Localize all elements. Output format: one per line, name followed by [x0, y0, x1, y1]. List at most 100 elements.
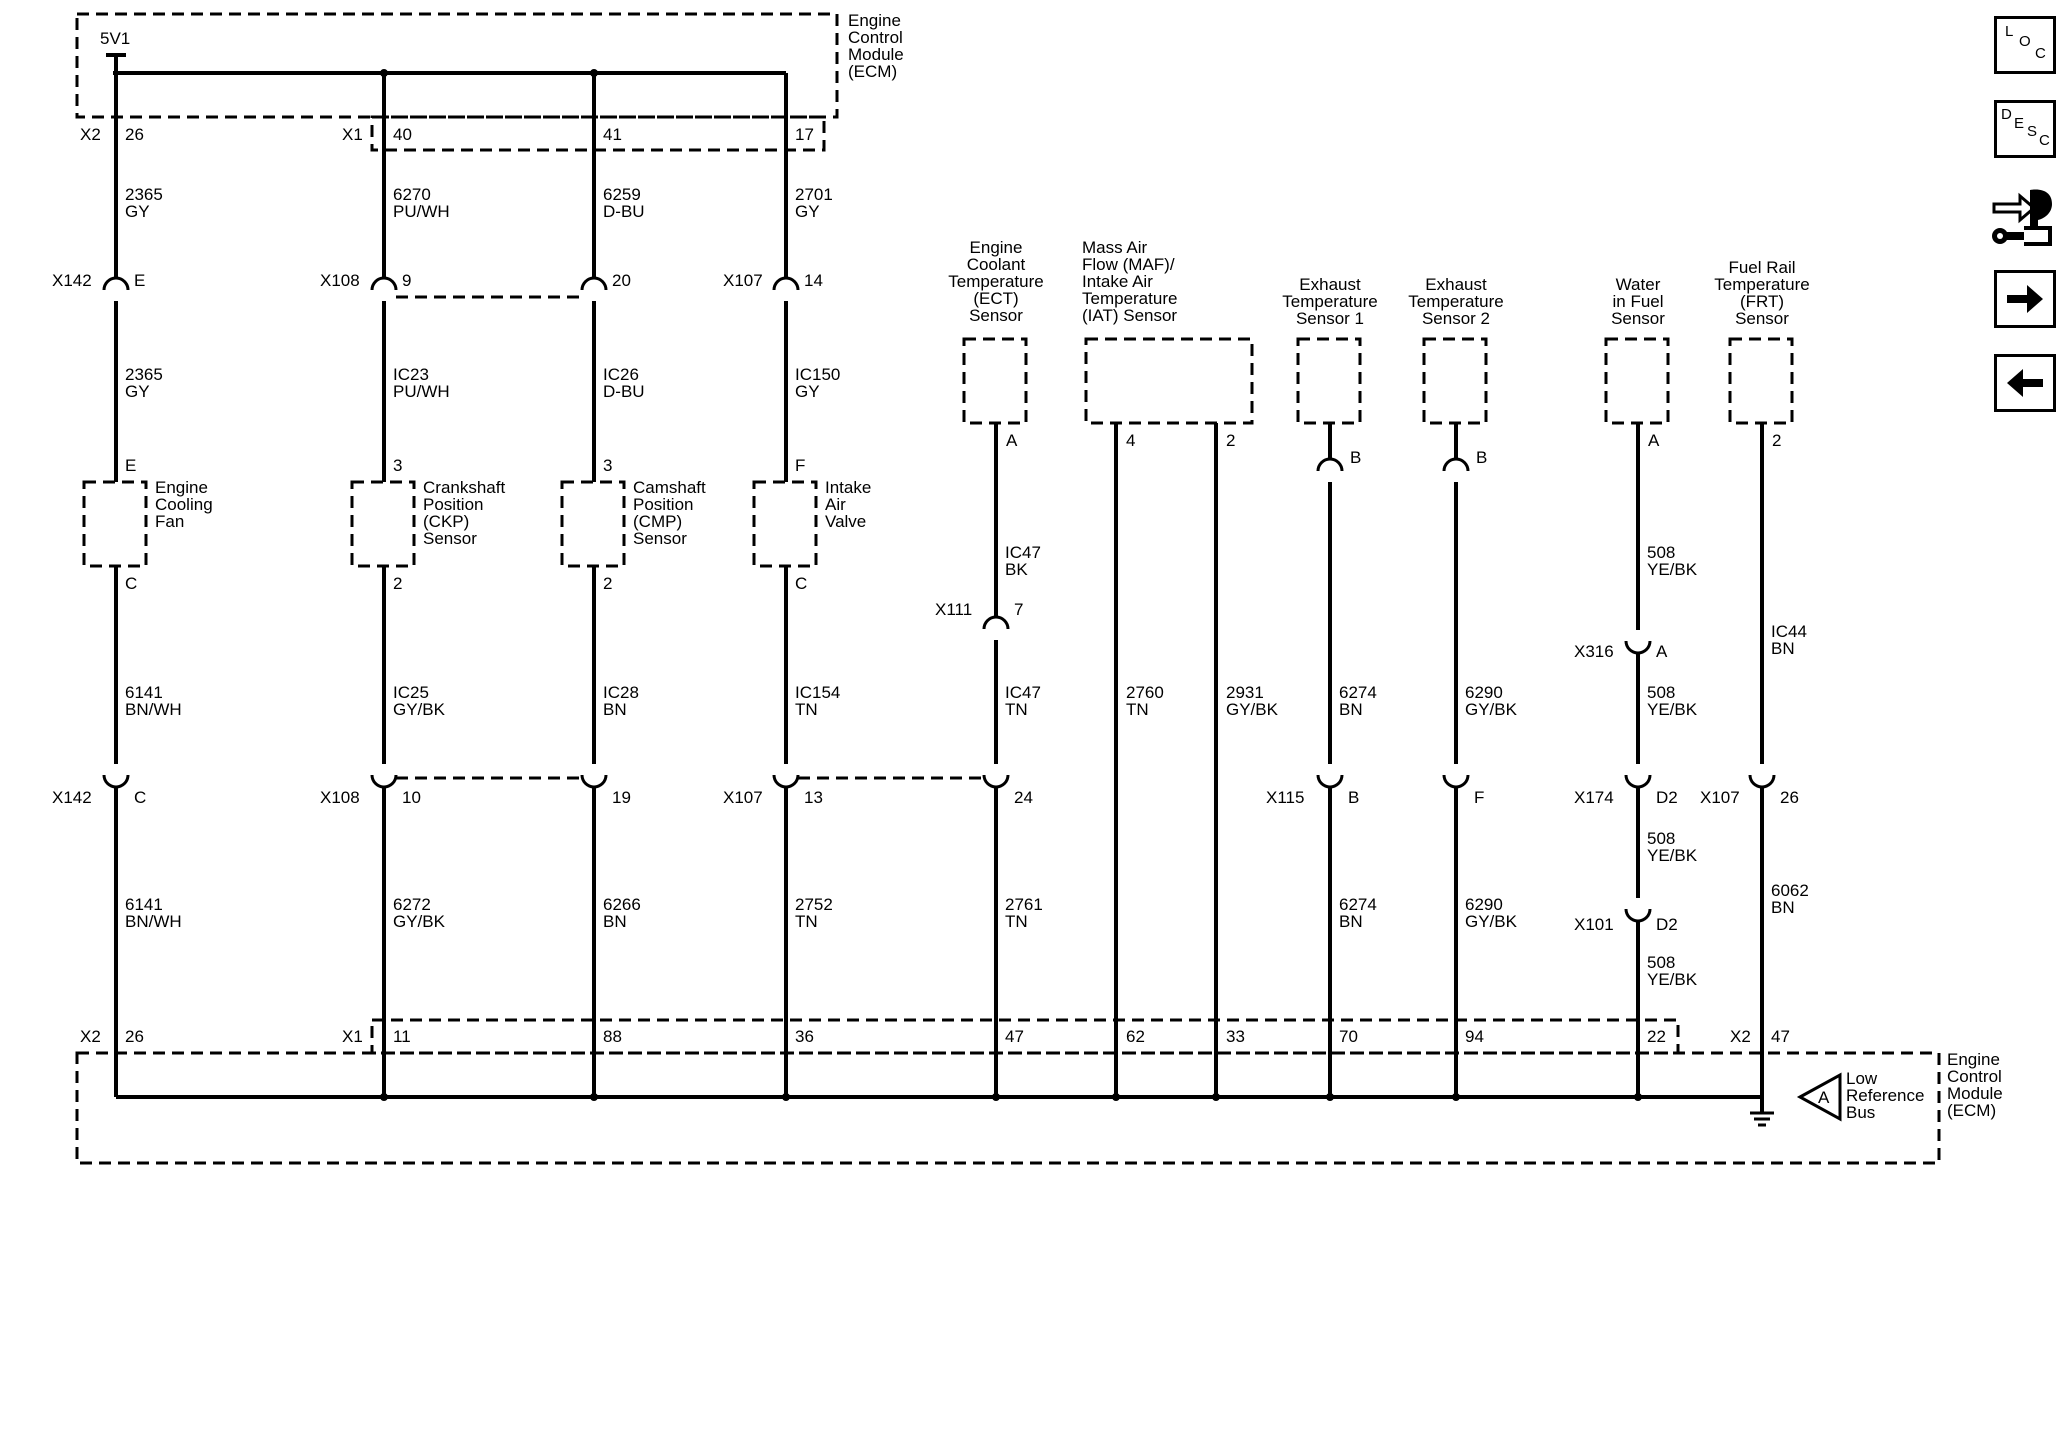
connector-pin: 9: [402, 271, 411, 290]
component-label: Sensor: [423, 529, 477, 548]
component-label: Temperature: [1408, 292, 1503, 311]
wire-circuit-number: 6270: [393, 185, 431, 204]
connector-label: X107: [723, 271, 763, 290]
connector-pin: D2: [1656, 788, 1678, 807]
wire-circuit-number: 2761: [1005, 895, 1043, 914]
previous-page-button[interactable]: [1994, 354, 2056, 412]
ecm-top-label-3: Module: [848, 45, 904, 64]
circuit-cmp-sensor: 41 6259 D-BU 20 IC26 D-BU 3 Camshaft Pos…: [560, 73, 706, 1097]
component-label: Sensor: [969, 306, 1023, 325]
connector-pin: F: [1474, 788, 1484, 807]
low-reference-label-3: Bus: [1846, 1103, 1875, 1122]
connector-label: X108: [320, 271, 360, 290]
ecm-pin: 70: [1339, 1027, 1358, 1046]
connector-pin: D2: [1656, 915, 1678, 934]
right-arrow-icon: [2007, 285, 2043, 313]
wire-color: YE/BK: [1647, 970, 1698, 989]
ecm-bottom-label-1: Engine: [1947, 1050, 2000, 1069]
component-label: Intake Air: [1082, 272, 1153, 291]
wire-circuit-number: 2760: [1126, 683, 1164, 702]
connector-pin: 26: [1780, 788, 1799, 807]
wire-circuit-number: IC47: [1005, 543, 1041, 562]
circuit-engine-cooling-fan: 26 2365 GY X142 E 2365 GY E Engine Cooli…: [52, 73, 213, 1097]
component-pin: 2: [393, 574, 402, 593]
wire-color: GY/BK: [1226, 700, 1279, 719]
desc-letter: C: [2039, 132, 2050, 149]
connector-label: X142: [52, 271, 92, 290]
connector-pin: 13: [804, 788, 823, 807]
ecm-bottom-connector-x2b: X2: [1730, 1027, 1751, 1046]
component-pin: B: [1350, 448, 1361, 467]
ecm-pin: 88: [603, 1027, 622, 1046]
description-button[interactable]: D E S C: [1994, 100, 2056, 158]
circuit-maf-iat-sensor: Mass Air Flow (MAF)/ Intake Air Temperat…: [1082, 238, 1279, 1097]
component-pin: C: [795, 574, 807, 593]
wire-color: TN: [795, 700, 818, 719]
circuit-frt-sensor: Fuel Rail Temperature (FRT) Sensor 2 IC4…: [1700, 258, 1810, 1097]
ecm-top-connector-x2: X2: [80, 125, 101, 144]
component-pin: B: [1476, 448, 1487, 467]
wire-color: GY: [795, 202, 820, 221]
component-label: Sensor 2: [1422, 309, 1490, 328]
ecm-top-connector-x1: X1: [342, 125, 363, 144]
location-button[interactable]: L O C: [1994, 16, 2056, 74]
wire-circuit-number: 508: [1647, 543, 1675, 562]
connector-pin: 10: [402, 788, 421, 807]
next-page-button[interactable]: [1994, 270, 2056, 328]
wire-circuit-number: IC150: [795, 365, 840, 384]
wire-circuit-number: 2701: [795, 185, 833, 204]
wire-circuit-number: IC28: [603, 683, 639, 702]
connector-label: X142: [52, 788, 92, 807]
wire-circuit-number: IC47: [1005, 683, 1041, 702]
ecm-pin: 40: [393, 125, 412, 144]
wire-circuit-number: IC25: [393, 683, 429, 702]
wire-color: BN: [603, 700, 627, 719]
component-label: Temperature: [948, 272, 1043, 291]
component-pin: A: [1006, 431, 1018, 450]
wire-color: D-BU: [603, 202, 645, 221]
low-reference-label-2: Reference: [1846, 1086, 1924, 1105]
ecm-top-module: 5V1 Engine Control Module (ECM) X2 X1: [75, 11, 904, 152]
wire-circuit-number: 6274: [1339, 895, 1377, 914]
component-label: Temperature: [1714, 275, 1809, 294]
wire-color: BK: [1005, 560, 1028, 579]
circuit-exhaust-temp-sensor-1: Exhaust Temperature Sensor 1 B 6274 BN X…: [1266, 275, 1378, 1097]
ecm-bottom-label-3: Module: [1947, 1084, 2003, 1103]
component-label: (FRT): [1740, 292, 1784, 311]
ecm-pin: 47: [1771, 1027, 1790, 1046]
wire-circuit-number: 508: [1647, 953, 1675, 972]
connector-pin: 14: [804, 271, 823, 290]
ecm-pin: 22: [1647, 1027, 1666, 1046]
component-pin: F: [795, 456, 805, 475]
wire-color: TN: [1005, 912, 1028, 931]
ecm-bottom-label-2: Control: [1947, 1067, 2002, 1086]
wire-circuit-number: 6274: [1339, 683, 1377, 702]
connector-repair-button[interactable]: [1990, 182, 2060, 250]
wire-circuit-number: 508: [1647, 829, 1675, 848]
ecm-pin: 47: [1005, 1027, 1024, 1046]
component-label: Coolant: [967, 255, 1026, 274]
wire-circuit-number: 2365: [125, 365, 163, 384]
component-label: Exhaust: [1425, 275, 1487, 294]
desc-letter: S: [2027, 123, 2038, 140]
wire-circuit-number: 6290: [1465, 683, 1503, 702]
connector-label: X107: [1700, 788, 1740, 807]
component-label: Fuel Rail: [1728, 258, 1795, 277]
wire-color: GY/BK: [1465, 700, 1518, 719]
ecm-top-label-2: Control: [848, 28, 903, 47]
component-pin: C: [125, 574, 137, 593]
component-label: Mass Air: [1082, 238, 1148, 257]
wire-circuit-number: 6259: [603, 185, 641, 204]
low-reference-bus: A Low Reference Bus: [1796, 1069, 1924, 1122]
component-label: Position: [633, 495, 693, 514]
wire-color: YE/BK: [1647, 700, 1698, 719]
connector-label: X108: [320, 788, 360, 807]
component-label: Valve: [825, 512, 866, 531]
wire-circuit-number: IC23: [393, 365, 429, 384]
wire-circuit-number: 6290: [1465, 895, 1503, 914]
connector-label: X174: [1574, 788, 1614, 807]
wire-color: TN: [1126, 700, 1149, 719]
ecm-bottom-connector-x1: X1: [342, 1027, 363, 1046]
component-label: Water: [1616, 275, 1661, 294]
